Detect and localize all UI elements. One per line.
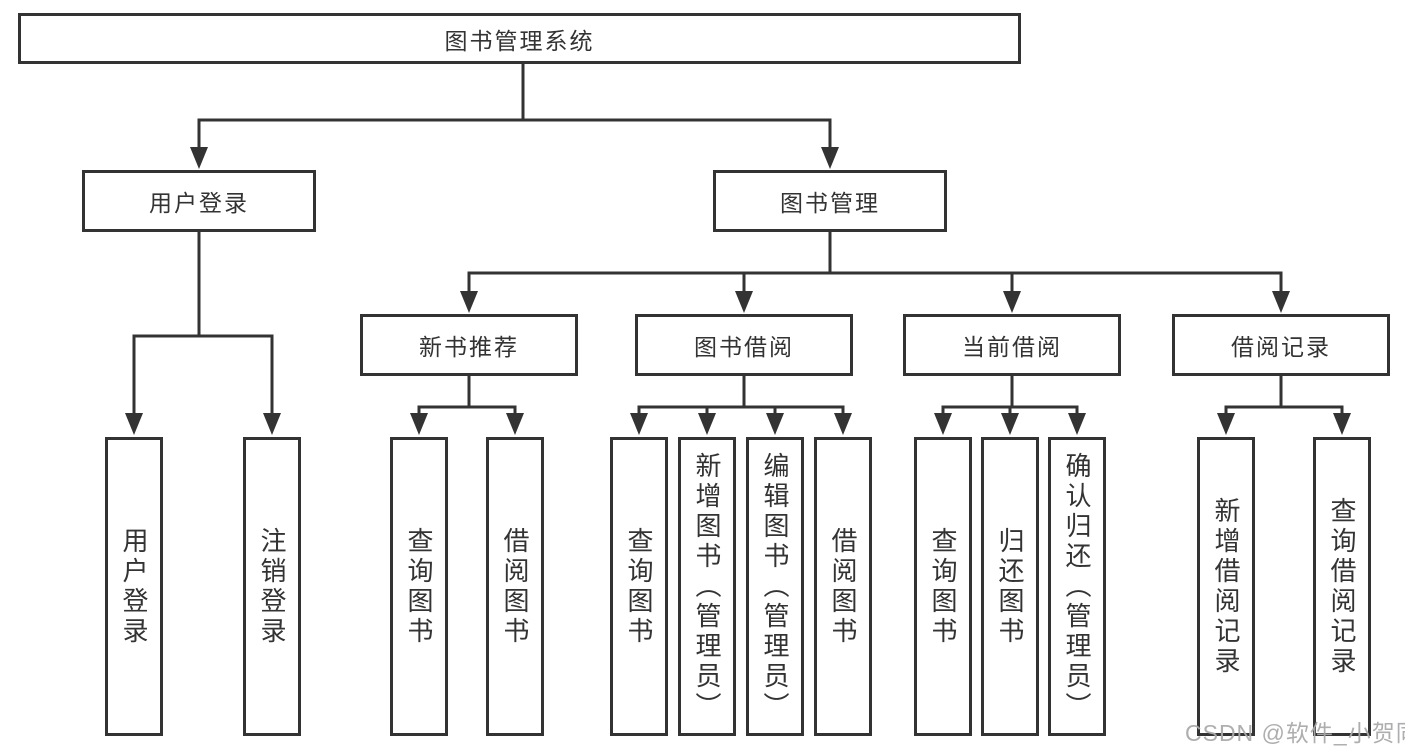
connector-current-borrow-children [941,376,1079,416]
leaf-cb-return-books: 归还图书 [981,437,1039,736]
node-borrowing-records: 借阅记录 [1172,314,1390,376]
connector-new-book-children [417,376,517,416]
connector-borrow-records-children [1224,376,1344,416]
node-user-login: 用户登录 [82,170,316,232]
leaf-cb-query-books: 查询图书 [914,437,972,736]
leaf-bb-borrow-books: 借阅图书 [814,437,872,736]
node-book-management: 图书管理 [713,170,947,232]
leaf-br-query-record: 查询借阅记录 [1313,437,1371,736]
leaf-br-add-record: 新增借阅记录 [1197,437,1255,736]
leaf-user-login: 用户登录 [105,437,163,736]
arrowheads [125,147,1351,435]
node-new-book-recommendation: 新书推荐 [360,314,578,376]
node-book-borrowing: 图书借阅 [635,314,853,376]
leaf-nbr-query-books: 查询图书 [390,437,448,736]
leaf-bb-edit-books-admin: 编辑图书（管理员） [746,437,804,736]
leaf-cb-confirm-return-admin: 确认归还（管理员） [1048,437,1106,736]
leaf-logout: 注销登录 [243,437,301,736]
connector-book-management-to-level2 [467,232,1283,294]
leaf-nbr-borrow-books: 借阅图书 [486,437,544,736]
node-current-borrowing: 当前借阅 [903,314,1121,376]
leaf-bb-add-books-admin: 新增图书（管理员） [678,437,736,736]
connector-root-to-level1 [197,64,832,150]
csdn-watermark: CSDN @软件_小贺同学 [1185,720,1405,746]
node-library-management-system: 图书管理系统 [18,13,1021,64]
connector-book-borrow-children [637,376,845,416]
connector-user-login-children [132,232,274,416]
leaf-bb-query-books: 查询图书 [610,437,668,736]
